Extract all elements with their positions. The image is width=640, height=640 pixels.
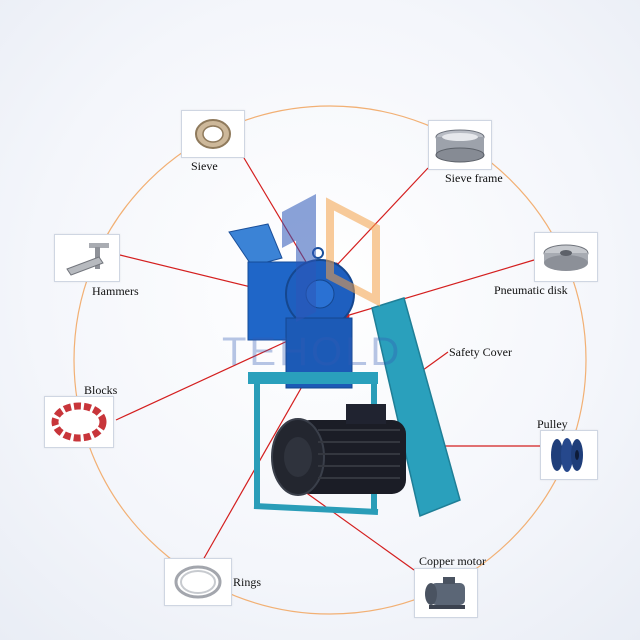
hammers-thumbnail [54, 234, 120, 282]
label-sieve: Sieve [191, 159, 218, 173]
label-blocks: Blocks [84, 383, 118, 397]
pulley-icon [551, 438, 583, 472]
sieve-icon [195, 119, 231, 149]
sieve-frame-icon [435, 129, 485, 163]
blocks-icon [51, 402, 107, 442]
pneumatic-disk-icon [543, 244, 589, 271]
connector-copper-motor [293, 483, 415, 571]
copper-motor-thumbnail [414, 568, 478, 618]
sieve-frame-thumbnail [428, 120, 492, 170]
label-pneumatic-disk: Pneumatic disk [494, 283, 568, 297]
pulley-thumbnail [540, 430, 598, 480]
label-safety-cover: Safety Cover [449, 345, 512, 359]
hopper [228, 223, 283, 267]
connector-blocks [115, 337, 295, 421]
sieve-thumbnail [181, 110, 245, 158]
pneumatic-disk-thumbnail [534, 232, 598, 282]
label-rings: Rings [233, 575, 262, 589]
label-sieve-frame: Sieve frame [445, 171, 503, 185]
connector-sieve-frame [335, 167, 429, 267]
brand-watermark-text: TEHOLD [222, 330, 403, 374]
frame-top [248, 372, 378, 384]
label-pulley: Pulley [537, 417, 568, 431]
motor-icon [425, 577, 465, 609]
label-hammers: Hammers [92, 284, 139, 298]
rings-thumbnail [164, 558, 232, 606]
orbit-ring [73, 105, 587, 615]
hammer-icon [66, 243, 109, 276]
motor-body [296, 420, 406, 494]
blocks-thumbnail [44, 396, 114, 448]
rings-icon [174, 565, 222, 599]
label-copper-motor: Copper motor [419, 554, 486, 568]
motor-terminal-box [346, 404, 386, 424]
